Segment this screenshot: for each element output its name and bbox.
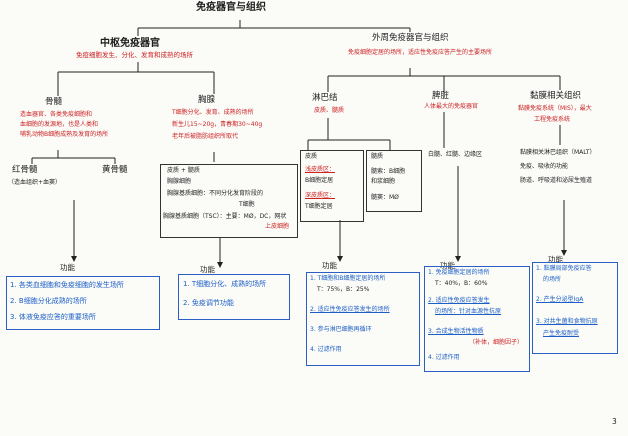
spleen-structure: 白髓、红髓、边缘区	[428, 151, 483, 158]
lymph-medulla-box: 髓质 髓索：B细胞 和浆细胞 髓窦：MØ	[366, 150, 422, 212]
malt-function-3b: 产生免疫耐受	[543, 330, 580, 337]
central-organ-title: 中枢免疫器官	[100, 38, 160, 49]
thymus-function-2: 2. 免疫调节功能	[183, 299, 234, 307]
lymph-node-desc: 皮质、髓质	[314, 107, 345, 114]
thymus-struct-2: 胸腺细胞	[167, 178, 192, 185]
thymus-struct-3: 胸腺基质细胞：不同分化发育阶段的	[167, 190, 264, 197]
thymus-function-1: 1. T细胞分化、成熟的场所	[183, 280, 267, 288]
cortex-line-3: B细胞定居	[305, 177, 334, 184]
lymph-function-3: 3. 参与淋巴细胞再循环	[310, 326, 372, 333]
lymph-function-1: 1. T细胞和B细胞定居的场所	[310, 275, 386, 282]
spleen-function-note: （补体，细胞因子）	[469, 339, 524, 346]
malt-function-2: 2. 产生分泌型IgA	[536, 296, 584, 303]
malt-function-1b: 的场所	[543, 276, 562, 283]
bone-marrow-function-box: 1. 各类血细胞和免疫细胞的发生场所 2. B细胞分化成熟的场所 3. 体液免疫…	[6, 276, 160, 330]
thymus-struct-5: 胸腺基质细胞（TSC）：主要：MØ，DC，网状	[163, 213, 287, 220]
lymph-function-4: 4. 过滤作用	[310, 346, 342, 353]
peripheral-organ-title: 外周免疫器官与组织	[372, 33, 449, 43]
malt-struct-2: 免疫、吸收的功能	[520, 163, 569, 170]
spleen-title: 脾脏	[432, 91, 450, 101]
lymph-cortex-box: 皮质 浅皮质区： B细胞定居 深皮质区： T细胞定居	[300, 150, 364, 222]
thymus-desc-2: 新生儿15~20g，青春期30~40g	[172, 121, 263, 128]
thymus-desc-3: 老年后被脂肪组织所取代	[172, 133, 239, 140]
malt-desc-1: 黏膜免疫系统（MIS），最大	[518, 105, 592, 112]
lymph-node-title: 淋巴结	[312, 93, 338, 103]
bone-marrow-function-2: 2. B细胞分化成熟的场所	[10, 297, 87, 305]
thymus-function-box: 1. T细胞分化、成熟的场所 2. 免疫调节功能	[178, 274, 290, 320]
central-organ-desc: 免疫细胞发生、分化、发育和成熟的场所	[76, 51, 193, 59]
lymph-node-function-label: 功能	[322, 261, 337, 270]
page-number: 3	[612, 417, 617, 426]
cortex-line-5: T细胞定居	[305, 203, 333, 210]
page-title: 免疫器官与组织	[196, 2, 266, 13]
bone-marrow-function-label: 功能	[60, 263, 75, 272]
medulla-line-4: 髓窦：MØ	[371, 194, 399, 201]
bone-marrow-desc-2: 血细胞的发源地，也是人类和	[20, 121, 99, 128]
lymph-function-1b: T：75%，B：25%	[317, 286, 370, 293]
spleen-function-2: 2. 适应性免疫应答发生	[428, 297, 490, 304]
malt-struct-3: 肠道、呼吸道和泌尿生殖道	[520, 177, 593, 184]
bone-marrow-function-1: 1. 各类血细胞和免疫细胞的发生场所	[10, 281, 124, 289]
lymph-node-function-box: 1. T细胞和B细胞定居的场所 T：75%，B：25% 2. 适应性免疫应答发生…	[306, 272, 420, 366]
bone-marrow-desc-1: 造血器官、各类免疫细胞和	[20, 111, 93, 118]
thymus-function-label: 功能	[200, 265, 215, 274]
bone-marrow-desc-3: 哺乳动物B细胞成熟及发育的场所	[20, 131, 109, 138]
spleen-function-1: 1. 免疫细胞定居的场所	[428, 269, 490, 276]
spleen-function-2b: 的场所：针对血源性抗原	[435, 308, 502, 315]
thymus-struct-4: T细胞	[239, 201, 255, 208]
thymus-title: 胸腺	[198, 95, 216, 105]
thymus-desc-1: T细胞分化、发育、成熟的场所	[172, 109, 254, 116]
malt-function-label: 功能	[548, 255, 563, 264]
lymph-function-2: 2. 适应性免疫应答发生的场所	[310, 306, 390, 313]
thymus-struct-1: 皮质 + 髓质	[167, 167, 200, 174]
malt-function-3: 3. 对共生菌和食物抗原	[536, 318, 598, 325]
spleen-function-3: 3. 合成生物活性物质	[428, 328, 484, 335]
malt-title: 黏膜相关组织	[530, 91, 582, 101]
bone-marrow-title: 骨髓	[45, 97, 63, 107]
medulla-line-1: 髓质	[371, 153, 384, 160]
medulla-line-3: 和浆细胞	[371, 178, 396, 185]
malt-struct-1: 黏膜相关淋巴组织（MALT）	[520, 149, 596, 156]
spleen-function-4: 4. 过滤作用	[428, 354, 460, 361]
cortex-line-2: 浅皮质区：	[305, 166, 336, 173]
medulla-line-2: 髓索：B细胞	[371, 168, 406, 175]
red-marrow-label: 红骨髓	[12, 165, 38, 175]
bone-marrow-function-3: 3. 体液免疫应答的重要场所	[10, 313, 96, 321]
cortex-line-1: 皮质	[305, 153, 318, 160]
spleen-desc: 人体最大的免疫器官	[424, 103, 479, 110]
yellow-marrow-label: 黄骨髓	[102, 165, 128, 175]
cortex-line-4: 深皮质区：	[305, 192, 336, 199]
spleen-function-box: 1. 免疫细胞定居的场所 T：40%，B：60% 2. 适应性免疫应答发生 的场…	[424, 266, 530, 372]
peripheral-organ-desc: 免疫细胞定居的场所，适应性免疫应答产生的主要场所	[348, 49, 493, 56]
thymus-struct-6: 上皮细胞	[265, 223, 290, 230]
malt-function-box: 1. 黏膜局部免疫应答 的场所 2. 产生分泌型IgA 3. 对共生菌和食物抗原…	[532, 262, 618, 354]
malt-function-1: 1. 黏膜局部免疫应答	[536, 265, 592, 272]
spleen-function-1b: T：40%，B：60%	[435, 280, 488, 287]
spleen-function-label: 功能	[440, 261, 455, 270]
thymus-structure-box: 皮质 + 髓质 胸腺细胞 胸腺基质细胞：不同分化发育阶段的 T细胞 胸腺基质细胞…	[160, 164, 298, 238]
malt-desc-2: 工程免疫系统	[534, 116, 571, 123]
red-marrow-note: （造血组织+血窦）	[8, 179, 62, 186]
